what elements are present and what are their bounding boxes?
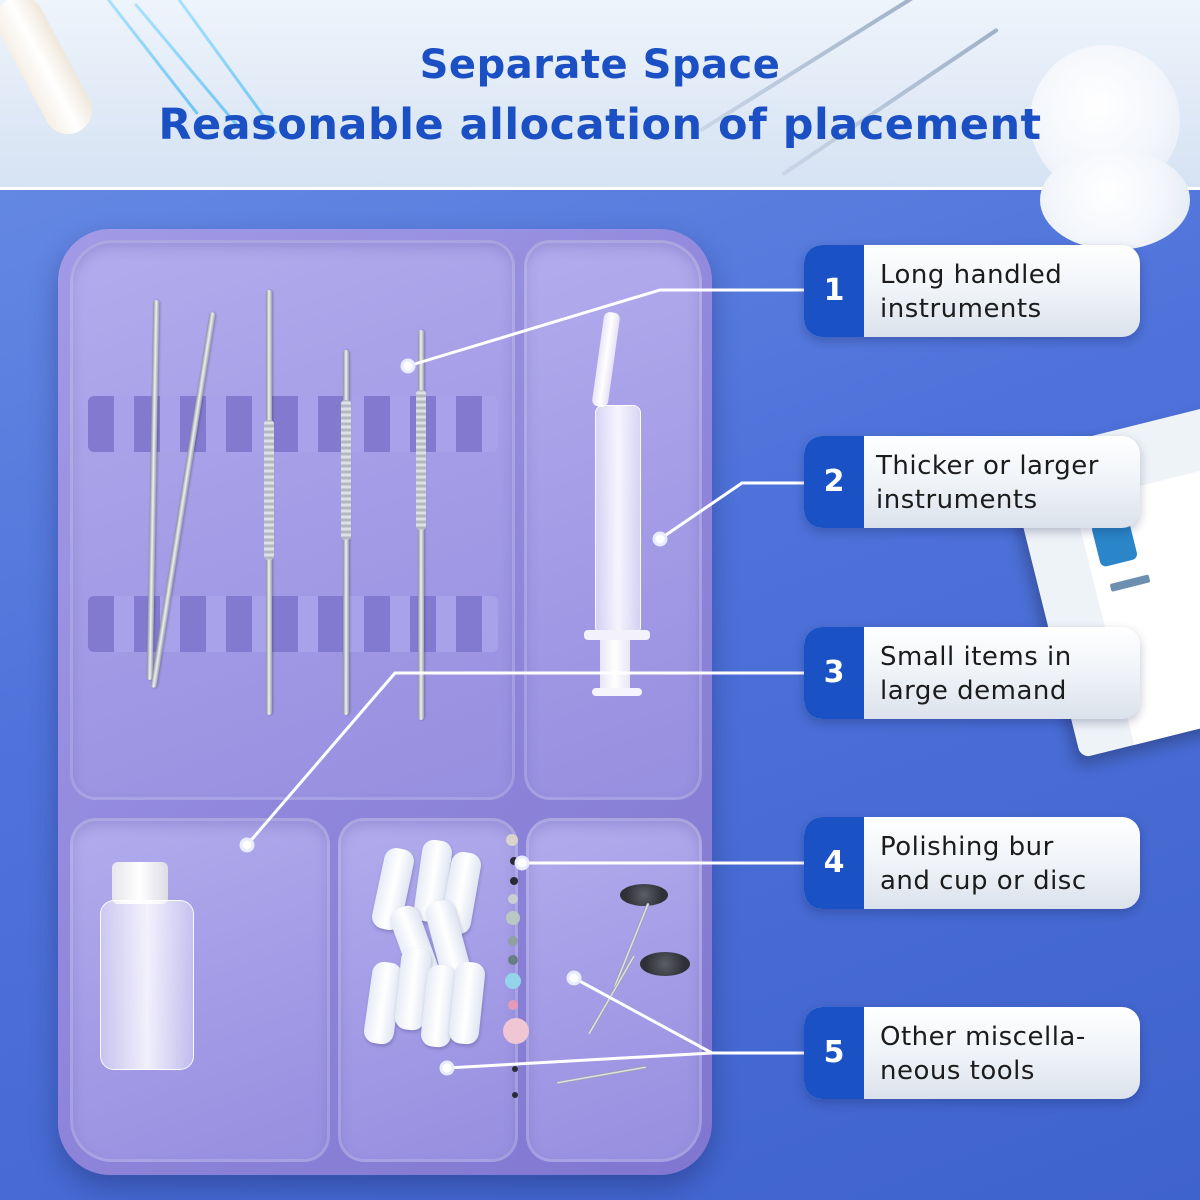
- leader-dot-3: [239, 837, 255, 853]
- leader-line-5b: [445, 1051, 714, 1070]
- callout-text-line: Small items in: [880, 642, 1072, 672]
- callout-text: Other miscella- neous tools: [880, 1020, 1138, 1088]
- leader-dot-5a: [566, 970, 582, 986]
- polishing-bur: [512, 1092, 518, 1098]
- polishing-bur: [506, 911, 520, 925]
- callout-label-1: 1 Long handled instruments: [804, 245, 1140, 337]
- leader-dot-5b: [439, 1060, 455, 1076]
- page-title-line-2: Reasonable allocation of placement: [158, 100, 1042, 150]
- compartment-long-instruments: [70, 240, 515, 800]
- probe-grip: [341, 400, 351, 540]
- probe-grip: [264, 420, 274, 560]
- bottle-cap: [112, 862, 168, 904]
- callout-number: 1: [804, 245, 864, 337]
- polishing-bur: [510, 877, 518, 885]
- callout-text-line: Long handled: [880, 260, 1063, 290]
- callout-number: 4: [804, 817, 864, 909]
- callout-text-line: Polishing bur: [880, 832, 1054, 862]
- polishing-bur: [508, 1000, 518, 1010]
- callout-text: Long handled instruments: [880, 258, 1138, 326]
- leader-dot-2: [652, 531, 668, 547]
- polishing-disc: [620, 884, 668, 906]
- syringe-plunger-knob: [592, 688, 642, 696]
- callout-text-line: and cup or disc: [880, 866, 1087, 896]
- leader-line-3: [245, 671, 806, 847]
- callout-label-4: 4 Polishing bur and cup or disc: [804, 817, 1140, 909]
- polishing-bur: [508, 894, 518, 904]
- callout-label-3: 3 Small items in large demand: [804, 627, 1140, 719]
- leader-dot-4: [514, 855, 530, 871]
- callout-number: 2: [804, 436, 864, 528]
- callout-number: 3: [804, 627, 864, 719]
- callout-label-5: 5 Other miscella- neous tools: [804, 1007, 1140, 1099]
- callout-text-line: instruments: [880, 294, 1042, 324]
- polishing-bur: [508, 936, 518, 946]
- callout-text-line: Thicker or larger: [876, 451, 1099, 481]
- plastic-bottle: [100, 900, 194, 1070]
- callout-label-2: 2 Thicker or larger instruments: [804, 436, 1140, 528]
- leader-dot-1: [400, 358, 416, 374]
- leader-line-1: [406, 288, 806, 368]
- callout-text: Small items in large demand: [880, 640, 1138, 708]
- polishing-disc: [640, 952, 690, 976]
- polishing-cup: [503, 1018, 529, 1044]
- callout-number: 5: [804, 1007, 864, 1099]
- callout-text-line: instruments: [876, 485, 1038, 515]
- callout-text: Thicker or larger instruments: [876, 449, 1134, 517]
- callout-text-line: neous tools: [880, 1056, 1035, 1086]
- syringe-flange: [584, 630, 650, 640]
- cotton-ball-decoration: [1040, 150, 1190, 250]
- callout-text-line: large demand: [880, 676, 1067, 706]
- callout-text: Polishing bur and cup or disc: [880, 830, 1138, 898]
- leader-line-5a: [572, 976, 806, 1055]
- polishing-bur: [506, 834, 518, 846]
- callout-text-line: Other miscella-: [880, 1022, 1086, 1052]
- syringe: [595, 405, 641, 635]
- polishing-bur: [505, 973, 521, 989]
- syringe-plunger: [600, 640, 630, 690]
- polishing-bur: [512, 1066, 518, 1072]
- polishing-bur: [510, 857, 518, 865]
- polishing-bur: [508, 955, 518, 965]
- page-title-line-1: Separate Space: [419, 42, 781, 88]
- leader-line-2: [658, 481, 806, 541]
- probe-grip: [416, 390, 426, 530]
